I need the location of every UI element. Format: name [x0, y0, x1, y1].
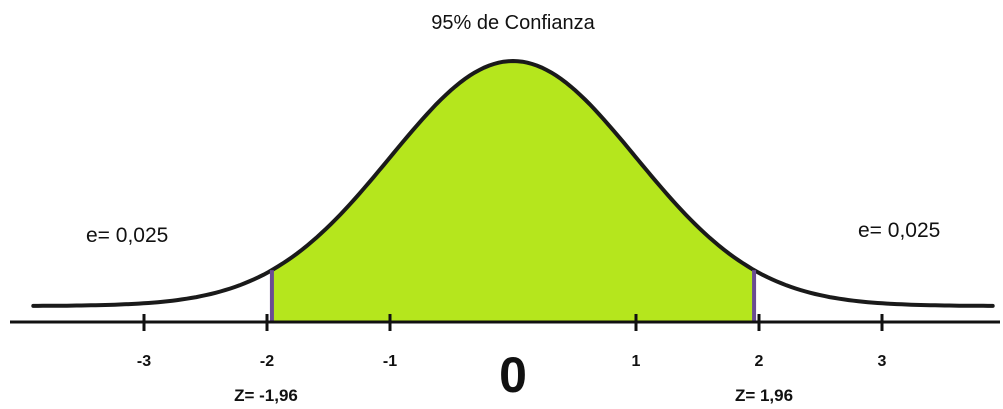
tick-label: -1	[383, 353, 397, 370]
x-axis-ticks: -3 -2 -1 1 2 3	[137, 314, 887, 370]
bell-curve	[31, 58, 995, 308]
tick-label: -3	[137, 353, 151, 370]
error-label-left: e= 0,025	[86, 224, 168, 247]
z-label-left: Z= -1,96	[234, 386, 298, 405]
confidence-area	[271, 61, 755, 322]
center-zero-label: 0	[499, 347, 527, 403]
tick-label: 1	[632, 353, 641, 370]
tick-label: 3	[878, 353, 887, 370]
tick-label: -2	[260, 353, 274, 370]
tick-label: 2	[755, 353, 764, 370]
error-label-right: e= 0,025	[858, 219, 940, 242]
z-label-right: Z= 1,96	[735, 386, 793, 405]
diagram-title: 95% de Confianza	[431, 12, 595, 34]
